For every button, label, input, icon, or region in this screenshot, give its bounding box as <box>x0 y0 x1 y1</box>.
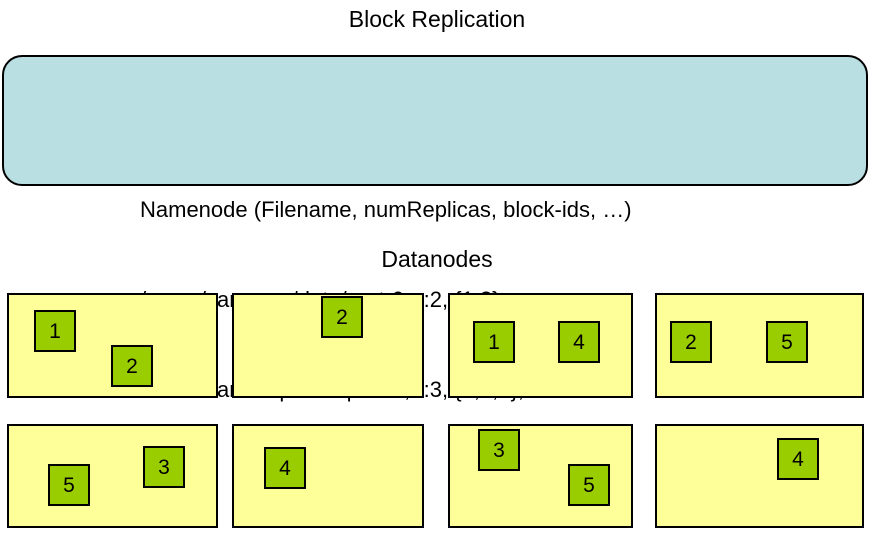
data-block: 2 <box>321 296 363 338</box>
data-block: 5 <box>48 464 90 506</box>
data-block: 4 <box>777 438 819 480</box>
data-block: 2 <box>111 345 153 387</box>
namenode-header-line: Namenode (Filename, numReplicas, block-i… <box>140 197 632 222</box>
datanodes-label: Datanodes <box>381 246 493 272</box>
data-block: 5 <box>568 464 610 506</box>
data-block: 3 <box>478 429 520 471</box>
namenode-box: Namenode (Filename, numReplicas, block-i… <box>2 55 868 402</box>
data-block: 1 <box>34 310 76 352</box>
data-block: 5 <box>766 321 808 363</box>
page-title: Block Replication <box>348 6 526 32</box>
data-block: 3 <box>143 446 185 488</box>
datanode-box <box>655 424 864 528</box>
datanode-box <box>7 424 218 528</box>
data-block: 4 <box>264 447 306 489</box>
datanode-box <box>232 424 424 528</box>
data-block: 2 <box>670 321 712 363</box>
data-block: 1 <box>473 321 515 363</box>
data-block: 4 <box>558 321 600 363</box>
